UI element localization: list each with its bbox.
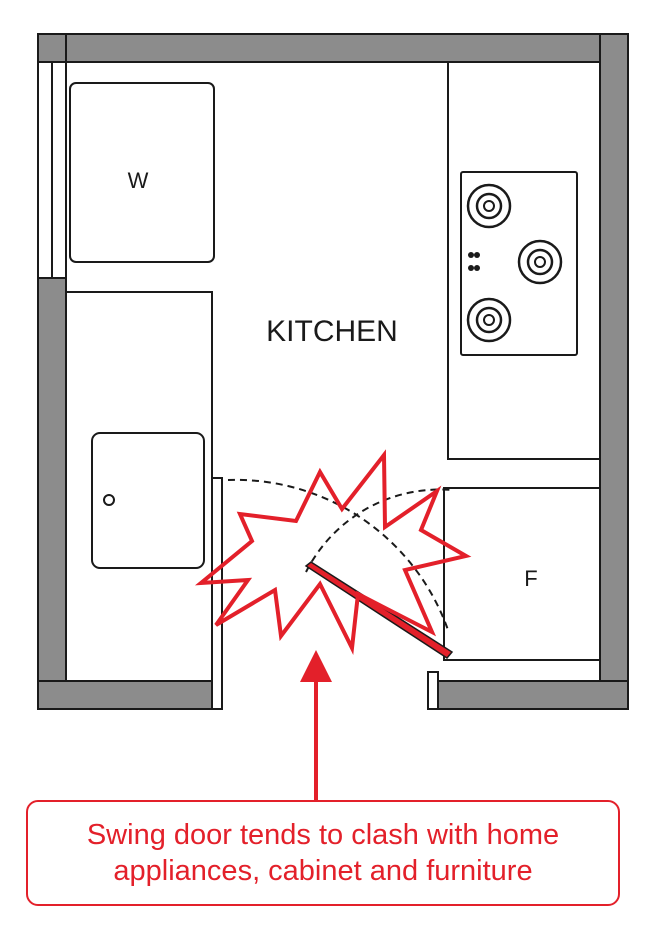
door-leaf <box>304 561 454 659</box>
sink <box>91 432 205 569</box>
bottom-wall-right <box>433 680 629 710</box>
warning-callout: Swing door tends to clash with home appl… <box>26 800 620 906</box>
door-jamb-right <box>427 671 439 710</box>
right-wall <box>599 33 629 710</box>
callout-line-2: appliances, cabinet and furniture <box>113 855 533 887</box>
left-counter <box>65 291 213 682</box>
fridge <box>443 487 601 661</box>
burner-top <box>466 183 512 229</box>
washer <box>69 82 215 263</box>
left-door-swing-arc <box>227 478 449 631</box>
burners <box>466 183 563 343</box>
door-swing-arcs <box>227 478 453 631</box>
washer-label: W <box>128 168 149 193</box>
fridge-label: F <box>524 566 537 591</box>
sink-drain <box>103 494 115 506</box>
warning-arrow <box>300 650 332 800</box>
callout-line-1: Swing door tends to clash with home <box>86 819 560 851</box>
right-door-swing-arc <box>305 488 453 573</box>
burner-right <box>517 239 563 285</box>
stove-knobs <box>468 252 480 271</box>
stove-cooktop <box>460 171 578 356</box>
right-counter <box>447 61 601 460</box>
room-label: KITCHEN <box>266 315 398 348</box>
burner-bottom <box>466 297 512 343</box>
window <box>37 61 67 279</box>
bottom-wall-left <box>37 680 221 710</box>
door-jamb-left <box>211 477 223 710</box>
top-wall <box>37 33 629 63</box>
clash-starburst <box>194 449 472 655</box>
